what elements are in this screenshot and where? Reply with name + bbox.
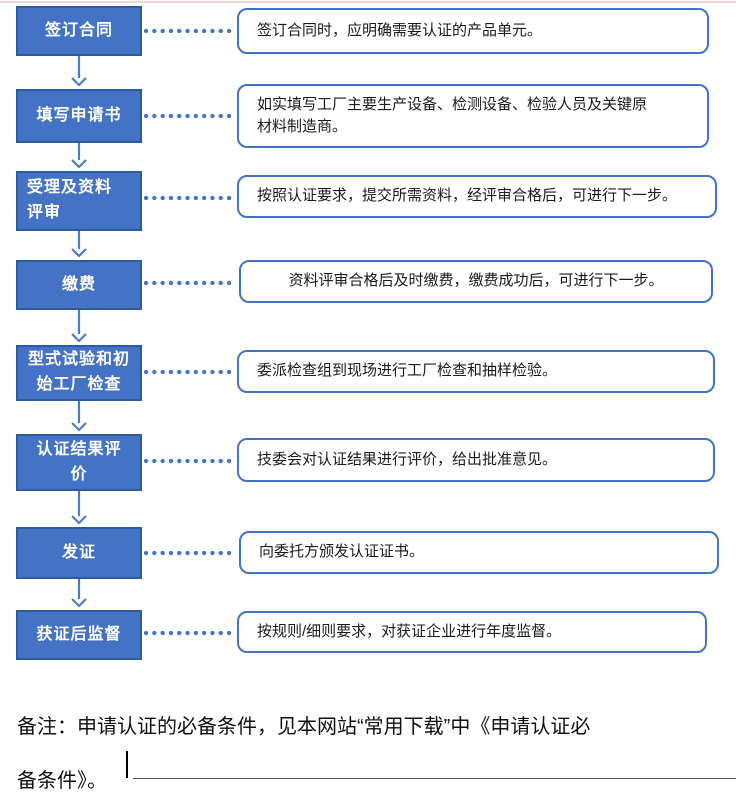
flow-note-text: 委派检查组到现场进行工厂检查和抽样检验。 <box>257 362 558 380</box>
flow-step-payment[interactable]: 缴费 <box>16 260 142 310</box>
flow-note-text: 按照认证要求，提交所需资料，经评审合格后，可进行下一步。 <box>257 187 678 205</box>
flow-step-acceptance-review[interactable]: 受理及资料 评审 <box>16 171 142 231</box>
flow-step-type-test-inspection[interactable]: 型式试验和初 始工厂检查 <box>16 345 142 401</box>
flow-note-box[interactable]: 签订合同时，应明确需要认证的产品单元。 <box>237 8 709 54</box>
flow-step-label: 认证结果评 价 <box>36 440 122 483</box>
down-arrow-icon <box>71 491 87 525</box>
flow-note-box[interactable]: 按照认证要求，提交所需资料，经评审合格后，可进行下一步。 <box>237 175 717 218</box>
flow-note-box[interactable]: 向委托方颁发认证证书。 <box>239 531 719 574</box>
flow-step-result-evaluation[interactable]: 认证结果评 价 <box>16 434 142 491</box>
top-divider <box>0 1 736 3</box>
flow-note-text: 向委托方颁发认证证书。 <box>259 543 425 561</box>
flow-step-label: 获证后监督 <box>36 625 122 643</box>
down-arrow-icon <box>71 143 87 169</box>
flow-note-box[interactable]: 如实填写工厂主要生产设备、检测设备、检验人员及关键原 材料制造商。 <box>237 84 709 148</box>
flow-step-label: 签订合同 <box>44 21 113 39</box>
flow-note-box[interactable]: 委派检查组到现场进行工厂检查和抽样检验。 <box>237 350 715 393</box>
flow-step-label: 发证 <box>61 543 96 561</box>
flow-note-box[interactable]: 技委会对认证结果进行评价，给出批准意见。 <box>237 438 715 482</box>
flow-note-text: 技委会对认证结果进行评价，给出批准意见。 <box>257 450 558 468</box>
flow-step-post-cert-supervision[interactable]: 获证后监督 <box>16 610 142 660</box>
flow-note-box[interactable]: 按规则/细则要求，对获证企业进行年度监督。 <box>237 611 707 653</box>
down-arrow-icon <box>71 579 87 608</box>
flowchart-canvas: 签订合同 填写申请书 受理及资料 评审 缴费 型式试验和初 始工厂检查 认证结果… <box>0 1 736 792</box>
dotted-connectors <box>143 28 239 636</box>
down-arrow-icon <box>71 401 87 432</box>
flow-note-box[interactable]: 资料评审合格后及时缴费，缴费成功后，可进行下一步。 <box>239 260 713 303</box>
flow-step-label: 填写申请书 <box>36 106 122 124</box>
flow-step-fill-application[interactable]: 填写申请书 <box>16 89 142 143</box>
down-arrow-icon <box>71 56 87 87</box>
footer-remark[interactable]: 备注：申请认证的必备条件，见本网站“常用下载”中《申请认证必 备条件》。 <box>17 716 591 792</box>
flow-step-sign-contract[interactable]: 签订合同 <box>16 6 142 56</box>
flow-note-text: 如实填写工厂主要生产设备、检测设备、检验人员及关键原 材料制造商。 <box>257 95 648 136</box>
down-arrow-icon <box>71 231 87 258</box>
flow-step-issue-certificate[interactable]: 发证 <box>16 527 142 579</box>
down-arrow-icon <box>71 310 87 343</box>
flow-step-label: 型式试验和初 始工厂检查 <box>27 351 130 393</box>
flow-note-text: 按规则/细则要求，对获证企业进行年度监督。 <box>257 622 562 640</box>
text-cursor <box>126 751 128 778</box>
bottom-divider <box>133 778 736 779</box>
flow-step-label: 缴费 <box>61 275 96 293</box>
flow-step-label: 受理及资料 评审 <box>27 179 113 221</box>
flow-note-text: 资料评审合格后及时缴费，缴费成功后，可进行下一步。 <box>288 272 664 290</box>
flow-note-text: 签订合同时，应明确需要认证的产品单元。 <box>257 21 543 39</box>
